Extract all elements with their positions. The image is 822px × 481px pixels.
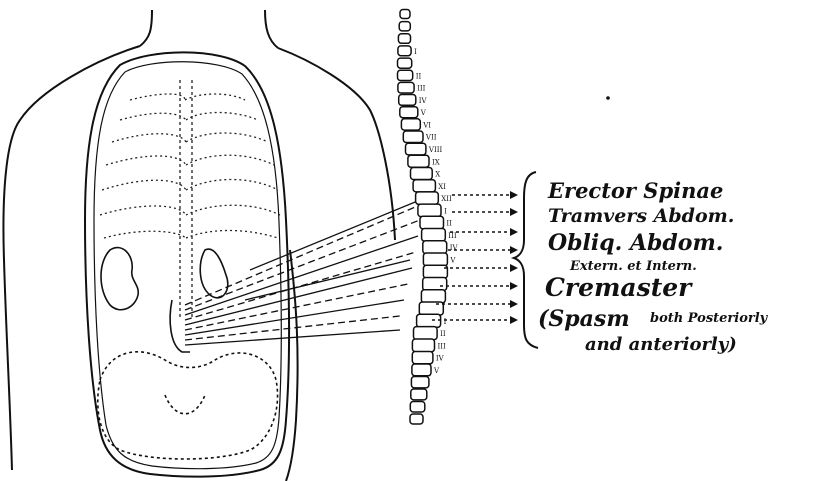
- vertebra-numeral: IV: [436, 355, 445, 363]
- vertebra: [423, 241, 447, 254]
- vertebra: [417, 314, 441, 327]
- right-shoulder-arm-outline: [278, 48, 395, 240]
- vertebra: [411, 168, 433, 180]
- muscle-labels: Erector Spinae Tramvers Abdom. Obliq. Ab…: [538, 178, 769, 355]
- label-spasm: (Spasm: [538, 306, 630, 332]
- vertebra: [412, 352, 433, 364]
- vertebra: [399, 95, 416, 106]
- vertebra-numeral: II: [440, 330, 446, 338]
- vertebra: [411, 389, 427, 400]
- vertebra-numeral: X: [435, 171, 440, 179]
- vertebra-numeral: II: [416, 72, 422, 80]
- vertebra: [399, 22, 410, 31]
- vertebra: [408, 155, 429, 167]
- label-externus-internus: Extern. et Intern.: [569, 259, 697, 274]
- vertebra-numeral: I: [414, 48, 417, 56]
- vertebra-numeral: IV: [450, 244, 459, 252]
- vertebra: [416, 192, 439, 204]
- label-obliquus-abdominis: Obliq. Abdom.: [548, 230, 723, 256]
- vertebra: [412, 364, 431, 376]
- vertebra: [420, 216, 444, 229]
- ureter: [170, 300, 190, 352]
- label-both-posteriorly: both Posteriorly: [650, 311, 769, 326]
- vertebra: [398, 70, 413, 80]
- vertebra-numeral: VIII: [428, 146, 443, 154]
- vertebra-numeral: XII: [441, 195, 452, 203]
- spinal-column[interactable]: IIIIIIIVVVIVIIVIIIIXXXIXIIIIIIIIIVVIIIII…: [398, 10, 459, 425]
- vertebra: [414, 327, 438, 340]
- head-neck-outline: [140, 10, 278, 48]
- vertebra: [422, 229, 446, 242]
- vertebra-numeral: V: [420, 109, 427, 117]
- vertebra-numeral: III: [417, 85, 426, 93]
- left-shoulder-arm-outline: [3, 46, 140, 470]
- vertebra: [400, 107, 418, 118]
- vertebra-numeral: VI: [422, 122, 431, 130]
- vertebra: [401, 119, 420, 130]
- vertebra-numeral: IX: [432, 158, 440, 166]
- pelvis-outline: [98, 352, 278, 459]
- vertebra: [406, 143, 426, 155]
- sacrum: [165, 395, 205, 414]
- vertebra: [398, 58, 412, 68]
- vertebra: [418, 204, 441, 217]
- vertebra-numeral: V: [433, 367, 440, 375]
- torso-figure: [3, 10, 395, 481]
- vertebra-numeral: VII: [425, 134, 437, 142]
- back-shield-inner-outline: [94, 62, 281, 469]
- vertebra: [400, 10, 410, 19]
- vertebra: [423, 265, 447, 278]
- vertebra-numeral: III: [438, 342, 447, 350]
- vertebra: [412, 339, 434, 352]
- vertebra: [411, 377, 429, 388]
- label-cremaster: Cremaster: [545, 273, 693, 302]
- vertebra: [410, 414, 423, 424]
- vertebra-numeral: V: [449, 257, 456, 265]
- vertebra: [403, 131, 423, 143]
- vertebra-numeral: IV: [419, 97, 428, 105]
- label-transversus-abdominis: Tramvers Abdom.: [548, 205, 734, 227]
- vertebra: [419, 302, 443, 315]
- vertebra-numeral: II: [446, 220, 452, 228]
- right-kidney: [200, 249, 228, 298]
- vertebra: [413, 180, 435, 192]
- kidneys-pelvis: [98, 248, 278, 459]
- vertebra: [398, 46, 411, 56]
- vertebra: [423, 278, 447, 291]
- vertebra: [410, 402, 425, 413]
- label-erector-spinae: Erector Spinae: [547, 178, 723, 203]
- ink-dot: [606, 96, 610, 100]
- vertebra-numeral: XI: [438, 183, 446, 191]
- vertebra-numeral: I: [444, 207, 447, 215]
- vertebra: [398, 34, 410, 44]
- vertebra: [421, 290, 445, 303]
- curly-brace: [514, 172, 538, 348]
- vertebra: [423, 253, 447, 266]
- referral-lines: [185, 200, 420, 345]
- left-kidney: [101, 248, 138, 310]
- label-and-anteriorly: and anteriorly): [585, 334, 737, 355]
- vertebra: [398, 82, 414, 93]
- vertebra-numeral: III: [448, 232, 457, 240]
- vertebra-numeral: I: [444, 318, 447, 326]
